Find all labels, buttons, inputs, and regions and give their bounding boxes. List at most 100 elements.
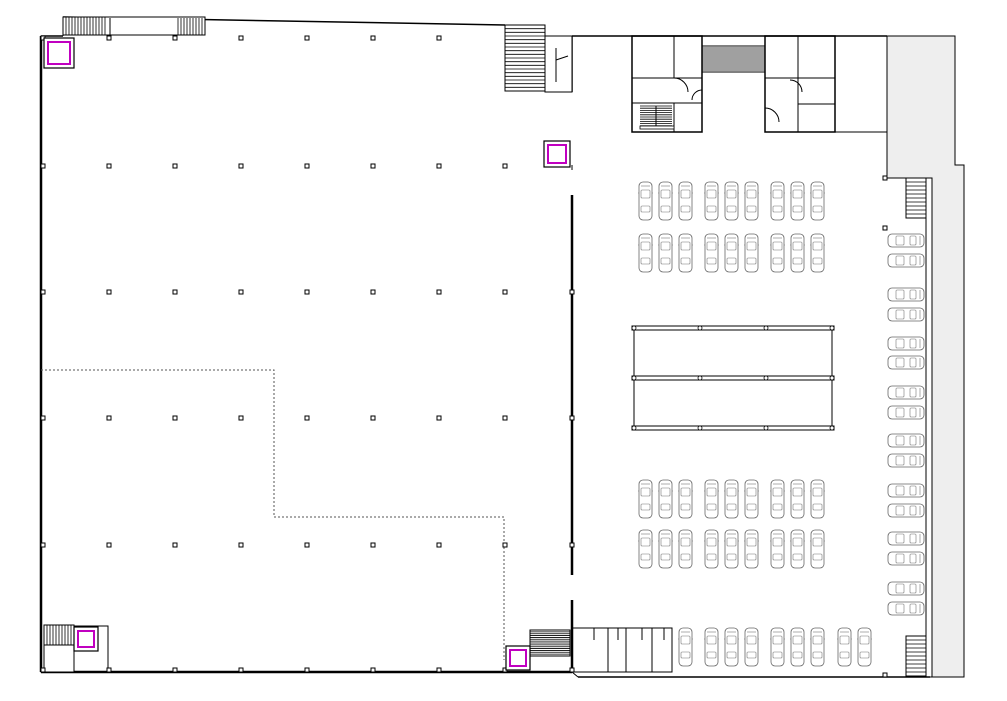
parked-car <box>790 479 805 519</box>
column <box>370 415 376 421</box>
parked-car <box>678 233 693 273</box>
column <box>882 175 888 181</box>
elevator-central <box>543 140 571 168</box>
parked-car <box>887 355 925 370</box>
column <box>238 35 244 41</box>
stairwell-southwest <box>43 624 75 646</box>
island-node <box>697 425 703 431</box>
parked-car <box>887 581 925 596</box>
parked-car <box>678 181 693 221</box>
column <box>436 163 442 169</box>
stairwell-east-north <box>905 177 927 219</box>
parked-car <box>704 627 719 667</box>
parked-car <box>638 233 653 273</box>
parked-car <box>887 385 925 400</box>
parked-car <box>887 551 925 566</box>
column <box>304 35 310 41</box>
parked-car <box>770 479 785 519</box>
parked-car <box>744 627 759 667</box>
parked-car <box>744 479 759 519</box>
parked-car <box>770 529 785 569</box>
column <box>569 289 575 295</box>
service-room-west <box>631 35 703 133</box>
parked-car <box>658 529 673 569</box>
zone-boundary <box>41 369 505 660</box>
hall-outer-wall <box>39 16 572 674</box>
column <box>304 415 310 421</box>
parked-car <box>887 531 925 546</box>
column <box>502 415 508 421</box>
parked-car <box>887 233 925 248</box>
column <box>569 415 575 421</box>
column <box>304 667 310 673</box>
parked-car <box>887 433 925 448</box>
parked-car <box>704 233 719 273</box>
parked-car <box>887 483 925 498</box>
parked-car <box>790 529 805 569</box>
island-node <box>697 375 703 381</box>
parked-car <box>704 181 719 221</box>
island-node <box>631 375 637 381</box>
column <box>40 415 46 421</box>
south-service-rooms <box>571 627 673 673</box>
structural-columns <box>40 35 888 678</box>
column <box>106 35 112 41</box>
column <box>172 35 178 41</box>
island-node <box>631 325 637 331</box>
column <box>370 163 376 169</box>
parked-car <box>724 627 739 667</box>
column <box>172 415 178 421</box>
parking-stalls <box>638 181 925 667</box>
elevator-southwest <box>73 626 99 652</box>
parked-car <box>770 233 785 273</box>
parked-car <box>638 479 653 519</box>
island-node <box>697 325 703 331</box>
parked-car <box>887 336 925 351</box>
column <box>882 225 888 231</box>
parked-car <box>724 181 739 221</box>
parked-car <box>790 181 805 221</box>
parked-car <box>790 233 805 273</box>
column <box>40 667 46 673</box>
parked-car <box>837 627 852 667</box>
parked-car <box>887 503 925 518</box>
island-node <box>763 375 769 381</box>
parked-car <box>887 601 925 616</box>
column <box>172 289 178 295</box>
column <box>436 542 442 548</box>
column <box>502 542 508 548</box>
north-stair-strip <box>62 16 206 36</box>
column <box>40 163 46 169</box>
parked-car <box>770 627 785 667</box>
column <box>502 163 508 169</box>
vehicle-ramp <box>886 35 965 678</box>
island-node <box>763 425 769 431</box>
island-node <box>829 375 835 381</box>
parked-car <box>678 479 693 519</box>
parked-car <box>857 627 872 667</box>
column <box>436 289 442 295</box>
column <box>172 542 178 548</box>
service-corridor <box>702 45 765 73</box>
island-node <box>763 325 769 331</box>
column <box>40 542 46 548</box>
parked-car <box>638 181 653 221</box>
column <box>569 542 575 548</box>
column <box>304 289 310 295</box>
stairwell-southwest-frame <box>43 625 109 673</box>
column <box>502 289 508 295</box>
column <box>106 542 112 548</box>
column <box>238 542 244 548</box>
column <box>106 163 112 169</box>
parked-car <box>744 181 759 221</box>
column <box>436 667 442 673</box>
parked-car <box>810 627 825 667</box>
column <box>370 35 376 41</box>
parked-car <box>658 233 673 273</box>
column <box>172 163 178 169</box>
parked-car <box>887 253 925 268</box>
column <box>304 542 310 548</box>
parked-car <box>744 529 759 569</box>
parked-car <box>810 479 825 519</box>
